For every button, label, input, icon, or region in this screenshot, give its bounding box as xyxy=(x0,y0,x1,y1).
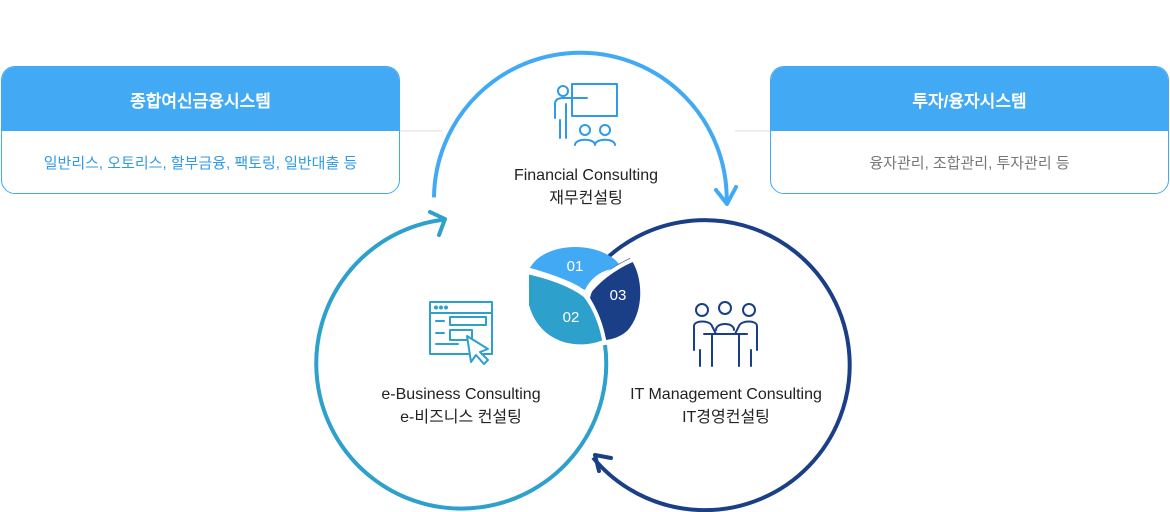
badge-03-number: 03 xyxy=(610,287,627,304)
circle-01-title-en: Financial Consulting xyxy=(513,167,659,184)
web-browser-cursor-icon xyxy=(429,301,493,365)
badge-divider-1 xyxy=(521,269,588,298)
badge-divider-3 xyxy=(584,294,607,346)
right-system-card: 투자/융자시스템 융자관리, 조합관리, 투자관리 등 xyxy=(770,66,1169,194)
circle-03-ring xyxy=(580,218,852,512)
badge-02-shape xyxy=(529,273,603,345)
circle-02-title-ko: e-비즈니스 컨설팅 xyxy=(400,409,522,426)
badge-divider-2 xyxy=(584,258,633,298)
left-card-items: 일반리스, 오토리스, 할부금융, 팩토링, 일반대출 등 xyxy=(43,154,358,172)
badge-02-number: 02 xyxy=(563,309,580,326)
left-card-title: 종합여신금융시스템 xyxy=(2,67,399,131)
right-card-title: 투자/융자시스템 xyxy=(771,67,1168,131)
badge-01-number: 01 xyxy=(567,258,584,275)
circle-02-ring xyxy=(314,217,609,511)
circle-01-label: Financial Consulting 재무컨설팅 xyxy=(446,164,726,210)
presentation-icon xyxy=(554,83,618,146)
badge-01-shape xyxy=(530,247,622,290)
circle-03-title-ko: IT경영컨설팅 xyxy=(682,409,770,426)
circle-02-title-en: e-Business Consulting xyxy=(381,386,541,403)
circle-02-label: e-Business Consulting e-비즈니스 컨설팅 xyxy=(321,383,601,429)
circle-01-arrowhead xyxy=(714,185,738,206)
right-card-items: 융자관리, 조합관리, 투자관리 등 xyxy=(869,154,1070,172)
circle-01-ring xyxy=(432,50,729,201)
circle-01-title-ko: 재무컨설팅 xyxy=(549,190,623,207)
circle-02-arrowhead xyxy=(428,210,447,237)
circle-03-title-en: IT Management Consulting xyxy=(630,386,822,403)
left-system-card: 종합여신금융시스템 일반리스, 오토리스, 할부금융, 팩토링, 일반대출 등 xyxy=(1,66,400,194)
meeting-icon xyxy=(693,301,758,367)
circle-03-label: IT Management Consulting IT경영컨설팅 xyxy=(586,383,866,429)
circle-03-arrowhead xyxy=(593,453,613,473)
